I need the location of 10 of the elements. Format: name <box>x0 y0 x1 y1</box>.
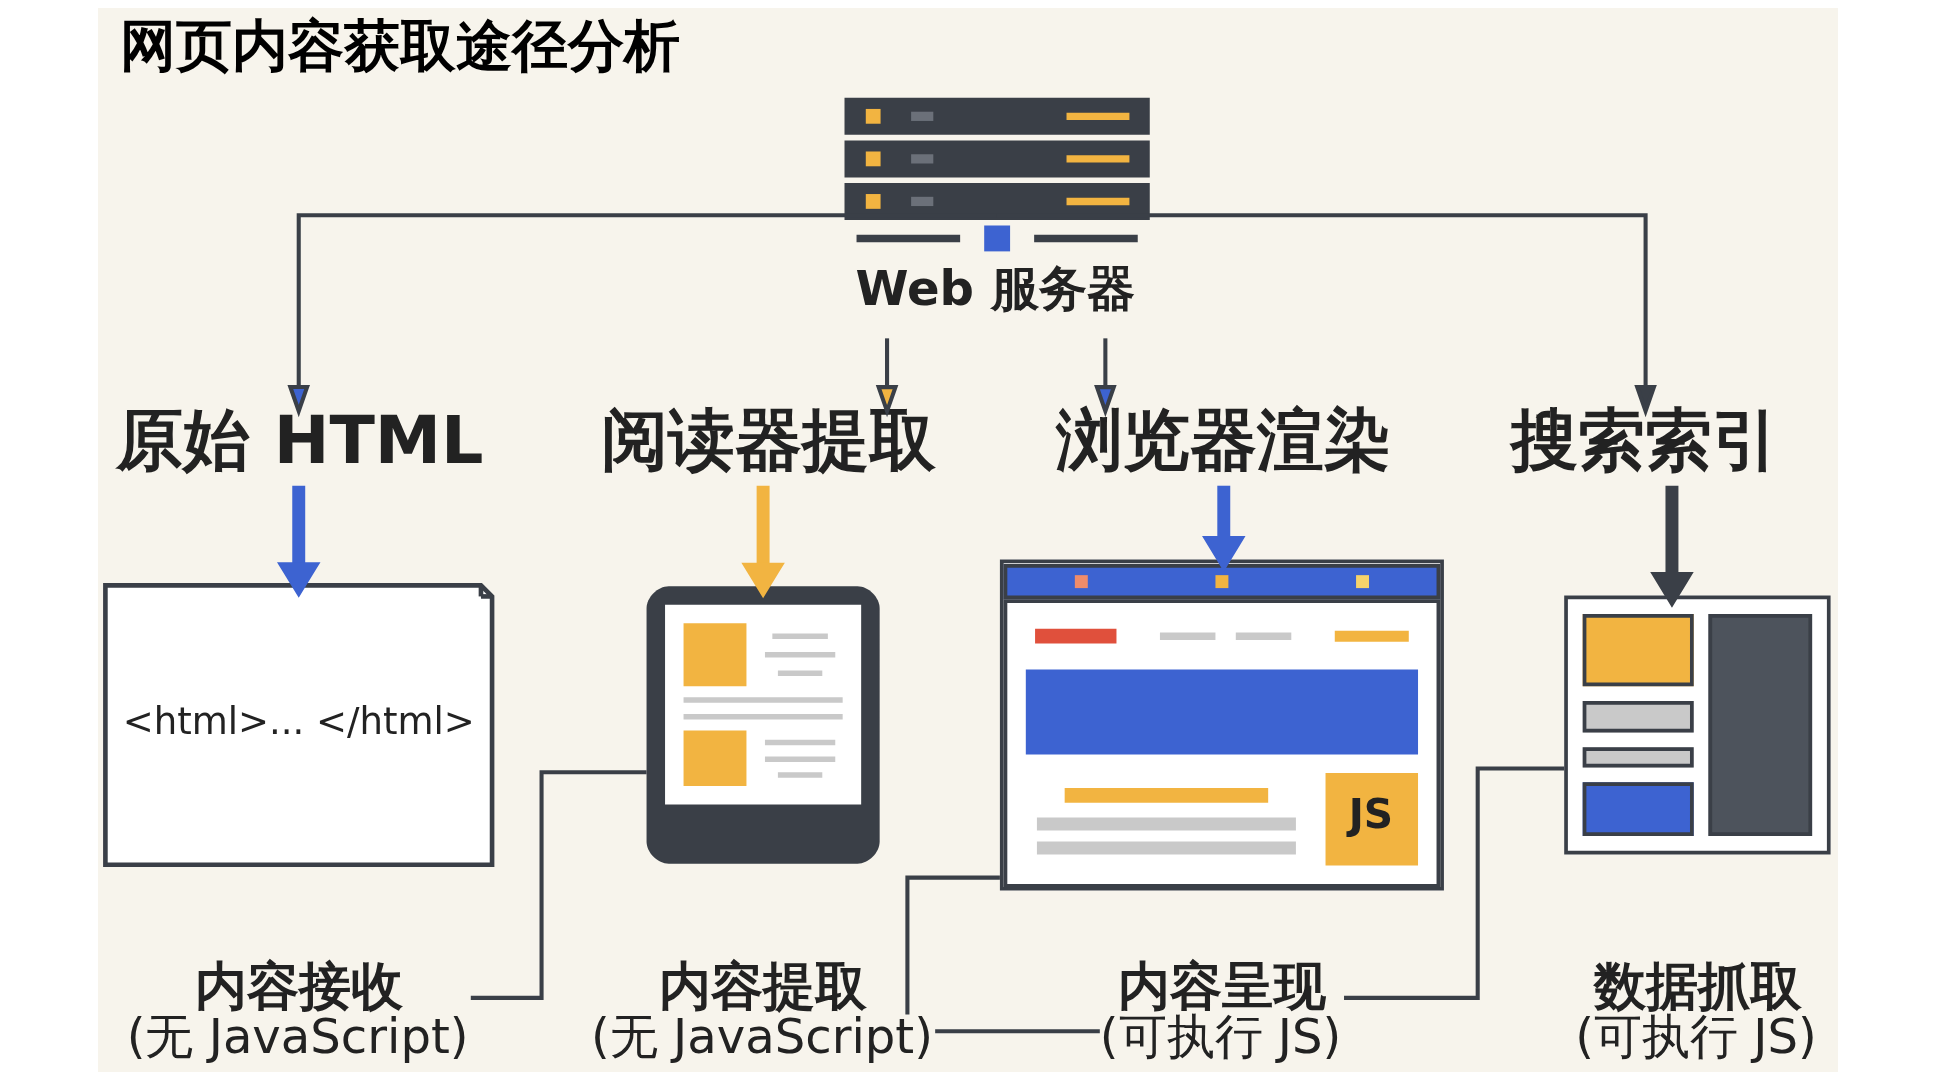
node-text: 内容接收 (无 JavaScript) <box>126 956 469 1065</box>
node-text: 浏览器渲染 <box>1055 400 1391 479</box>
node-text: 阅读器提取 <box>600 400 936 479</box>
node-text: 数据抓取 (可执行 JS) <box>1574 956 1817 1065</box>
node-label: Web 服务器 <box>855 259 1135 316</box>
node-text: 内容呈现 (可执行 JS) <box>1099 956 1341 1065</box>
node-text: 原始 HTML <box>116 400 484 479</box>
node-text: 内容提取 (无 JavaScript) <box>590 956 933 1065</box>
node-text: 搜索索引 <box>1510 400 1779 479</box>
diagram-title: 网页内容获取途径分析 <box>119 13 680 79</box>
